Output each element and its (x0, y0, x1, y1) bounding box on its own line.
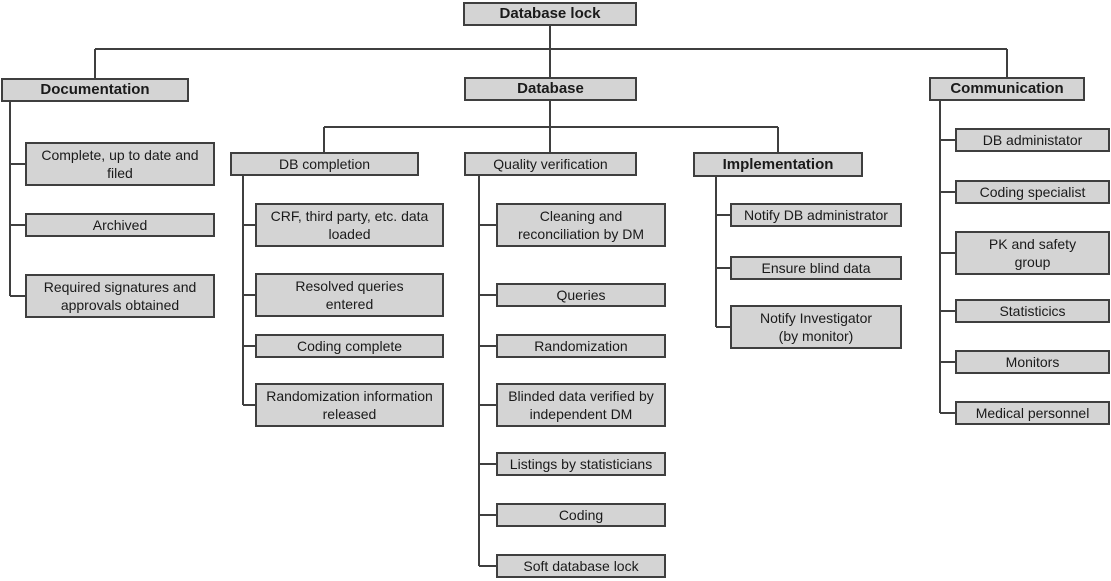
node-archived: Archived (25, 213, 215, 237)
node-complete-up-to-date-filed: Complete, up to date and filed (25, 142, 215, 186)
node-coding-complete: Coding complete (255, 334, 444, 358)
node-medical-personnel: Medical personnel (955, 401, 1110, 425)
node-coding: Coding (496, 503, 666, 527)
node-monitors: Monitors (955, 350, 1110, 374)
node-randomization-info-released: Randomization information released (255, 383, 444, 427)
node-blinded-data-verified: Blinded data verified by independent DM (496, 383, 666, 427)
node-ensure-blind-data: Ensure blind data (730, 256, 902, 280)
node-statisticics: Statisticics (955, 299, 1110, 323)
node-coding-specialist: Coding specialist (955, 180, 1110, 204)
node-db-completion: DB completion (230, 152, 419, 176)
node-randomization: Randomization (496, 334, 666, 358)
node-db-administator: DB administator (955, 128, 1110, 152)
node-listings-by-statisticians: Listings by statisticians (496, 452, 666, 476)
node-queries: Queries (496, 283, 666, 307)
node-required-signatures-approvals: Required signatures and approvals obtain… (25, 274, 215, 318)
node-cleaning-reconciliation-dm: Cleaning and reconciliation by DM (496, 203, 666, 247)
node-database-lock: Database lock (463, 2, 637, 26)
connector-documentation-children (9, 101, 25, 297)
node-notify-db-administrator: Notify DB administrator (730, 203, 902, 227)
connector-communication-children (939, 101, 955, 414)
node-communication: Communication (929, 77, 1085, 101)
connector-implementation-children (715, 177, 730, 328)
node-crf-data-loaded: CRF, third party, etc. data loaded (255, 203, 444, 247)
node-documentation: Documentation (1, 78, 189, 102)
node-pk-safety-group: PK and safety group (955, 231, 1110, 275)
node-quality-verification: Quality verification (464, 152, 637, 176)
node-notify-investigator: Notify Investigator (by monitor) (730, 305, 902, 349)
connector-quality-verification-children (478, 176, 496, 567)
node-database: Database (464, 77, 637, 101)
node-implementation: Implementation (693, 152, 863, 177)
node-soft-database-lock: Soft database lock (496, 554, 666, 578)
connector-root-to-level1 (94, 26, 1008, 78)
node-resolved-queries-entered: Resolved queries entered (255, 273, 444, 317)
connector-db-completion-children (242, 176, 255, 406)
connector-database-to-level2 (323, 101, 779, 152)
